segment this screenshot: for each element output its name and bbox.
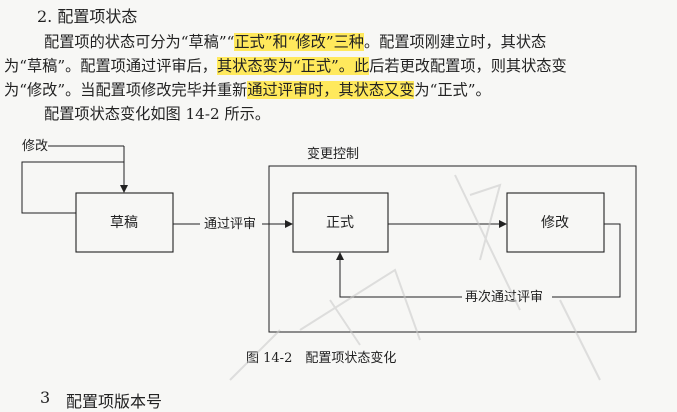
modify-box: [506, 192, 605, 253]
next-section-title: 配置项版本号: [66, 392, 163, 411]
next-section-number: 3: [40, 388, 51, 407]
text-span: 。配置项刚建立时，其状态: [363, 33, 547, 51]
paragraph-line-3: 为“修改”。当配置项修改完毕并重新通过评审时，其状态又变为“正式”。: [4, 79, 491, 101]
change-control-group: [268, 165, 637, 333]
paragraph-line-1: 配置项的状态可分为“草稿”“正式”和“修改”三种。配置项刚建立时，其状态: [44, 31, 546, 53]
highlighted-text: 其状态变为“正式”。此: [216, 57, 370, 75]
change-control-label: 变更控制: [307, 146, 359, 162]
text-span: 为“正式”。: [414, 81, 491, 99]
modify-label: 修改: [541, 215, 569, 231]
highlighted-text: 正式”和“修改”三种: [234, 33, 364, 51]
formal-label: 正式: [326, 215, 354, 231]
text-span: 为“修改”。当配置项修改完毕并重新: [4, 81, 248, 99]
figure-caption: 图 14-2 配置项状态变化: [246, 350, 396, 366]
paragraph-line-2: 为“草稿”。配置项通过评审后，其状态变为“正式”。此后若更改配置项，则其状态变: [4, 55, 567, 77]
section-heading: 2. 配置项状态: [37, 6, 137, 28]
re-review-label: 再次通过评审: [465, 289, 543, 305]
watermark-strokes: [229, 174, 601, 381]
section-title: 配置项状态: [57, 7, 138, 26]
text-span: 为“草稿”。配置项通过评审后，: [4, 57, 217, 75]
review-label: 通过评审: [204, 217, 256, 232]
section-number: 2.: [37, 7, 53, 26]
text-span: 后若更改配置项，则其状态变: [369, 57, 567, 75]
return-arrow-up: [336, 252, 462, 298]
draft-box: [75, 192, 174, 253]
paragraph-line-4: 配置项状态变化如图 14-2 所示。: [44, 105, 271, 123]
highlighted-text: 通过评审时，其状态又变: [247, 81, 415, 99]
draft-label: 草稿: [110, 215, 138, 231]
return-line-right: [552, 223, 621, 298]
text-span: 配置项的状态可分为“草稿”“: [44, 33, 235, 51]
state-diagram: 修改 草稿 通过评审 变更控制 正式 修改 再次通过评审 图 14-2 配置项状…: [21, 139, 637, 381]
next-section-heading: 3 配置项版本号: [0, 380, 677, 411]
input-modify-label: 修改: [22, 139, 48, 154]
draft-loop-line: [21, 161, 124, 214]
